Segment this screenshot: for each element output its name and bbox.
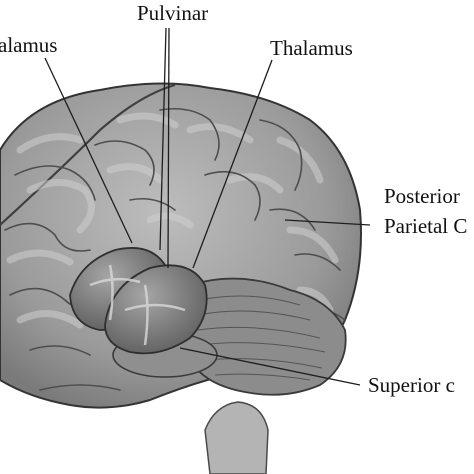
label-posterior-line1: Posterior (384, 184, 460, 208)
longitudinal-fissure (0, 83, 176, 226)
leader-line-pulvinar-2 (167, 27, 170, 269)
leader-line-superior-colliculus (179, 347, 361, 386)
gyri-highlights (6, 112, 339, 329)
leader-line-pulvinar-1 (159, 27, 167, 251)
thalamus-divisions (89, 264, 186, 346)
label-superior-colliculus: Superior c (368, 373, 455, 397)
leader-line-thalamus-right (192, 59, 273, 269)
label-pulvinar: Pulvinar (137, 1, 208, 25)
thalamus-right (104, 264, 208, 355)
label-thalamus-left: alamus (0, 33, 57, 57)
leader-lines (44, 27, 371, 386)
leader-line-thalamus-left (44, 57, 133, 244)
label-thalamus-right: Thalamus (270, 36, 353, 60)
leader-line-posterior-parietal (284, 219, 371, 226)
label-posterior-line2: Parietal C (384, 214, 467, 238)
brainstem (204, 401, 269, 474)
